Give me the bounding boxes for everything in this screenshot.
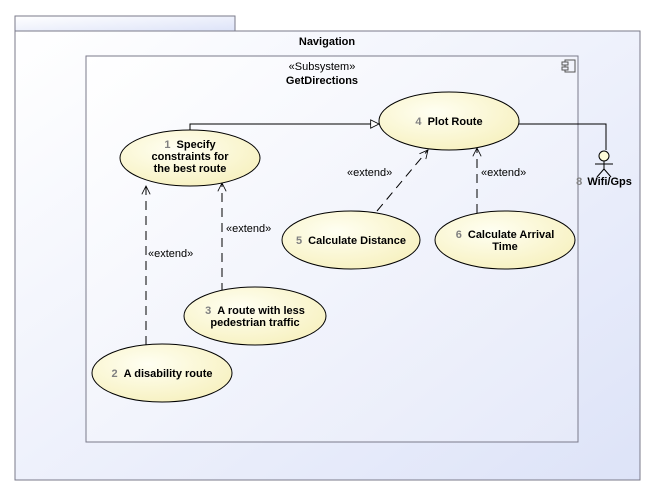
use-case-less-pedestrian-traffic[interactable]: 3 A route with less pedestrian traffic [183,286,327,346]
actor-number: 8 [576,176,582,188]
use-case-label-line2: pedestrian traffic [210,317,299,329]
svg-text:8 Wifi/Gps: 8 Wifi/Gps [576,176,632,188]
extend-label-6-4: «extend» [481,167,526,179]
svg-text:6 Calculate Arrival: 6 Calculate Arrival [456,229,555,241]
use-case-label-line1: Calculate Arrival [468,229,554,241]
association-4-to-actor[interactable] [519,123,607,150]
use-case-calculate-arrival-time[interactable]: 6 Calculate Arrival Time [434,210,576,270]
svg-text:2 A disability route: 2 A disability route [111,368,212,380]
use-case-specify-constraints[interactable]: 1 Specify constraints for the best route [119,129,261,187]
extend-5-to-4[interactable] [376,150,428,212]
generalization-1-to-4[interactable] [189,124,379,130]
svg-text:3 A route with less: 3 A route with less [205,305,305,317]
actor-wifi-gps[interactable]: 8 Wifi/Gps [576,150,632,188]
svg-text:1 Specify: 1 Specify [164,139,216,151]
relations: «extend» «extend» «extend» «extend» [146,123,607,345]
use-case-plot-route[interactable]: 4 Plot Route [378,91,520,151]
use-case-number: 6 [456,229,462,241]
use-case-shape [378,91,520,151]
package-tab [14,15,236,32]
use-case-label: Calculate Distance [308,235,406,247]
use-case-number: 3 [205,305,211,317]
use-case-label-line1: A route with less [217,305,305,317]
component-icon [561,59,576,73]
use-case-label-line2: Time [492,241,517,253]
use-case-label: Plot Route [428,116,483,128]
extend-label-5-4: «extend» [347,167,392,179]
actor-stick-figure-icon [595,150,613,178]
subsystem-stereotype: «Subsystem» [289,61,356,73]
use-case-disability-route[interactable]: 2 A disability route [91,343,233,403]
use-case-label-line1: Specify [177,139,217,151]
use-case-number: 5 [296,235,302,247]
use-case-number: 2 [111,368,117,380]
use-case-calculate-distance[interactable]: 5 Calculate Distance [281,210,421,270]
extend-label-2-1: «extend» [148,248,193,260]
package-title: Navigation [299,36,356,48]
svg-text:5 Calculate Distance: 5 Calculate Distance [296,235,406,247]
use-case-number: 4 [415,116,422,128]
use-case-shape [91,343,233,403]
use-case-shape [281,210,421,270]
use-case-label: A disability route [124,368,213,380]
svg-text:4 Plot Route: 4 Plot Route [415,116,482,128]
extend-label-3-1: «extend» [226,223,271,235]
actor-name: Wifi/Gps [587,176,632,188]
use-case-shape [183,286,327,346]
use-case-label-line2: constraints for [151,151,229,163]
use-case-shape [119,129,261,187]
use-case-shape [434,210,576,270]
use-case-number: 1 [164,139,170,151]
subsystem-name: GetDirections [286,75,358,87]
use-case-label-line3: the best route [154,163,227,175]
